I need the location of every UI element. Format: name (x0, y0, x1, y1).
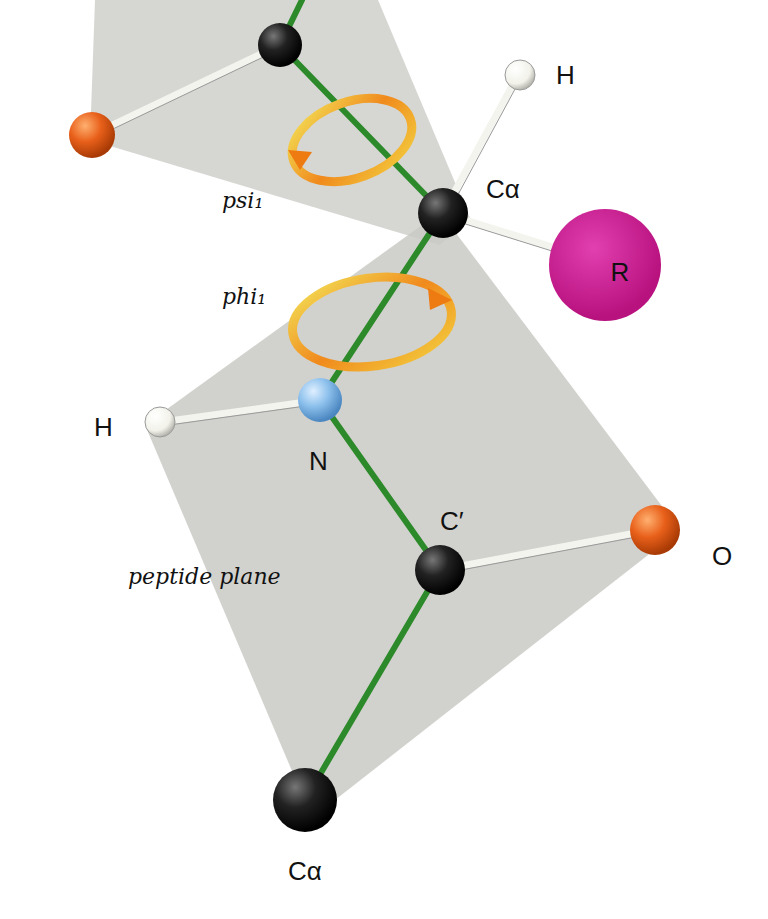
atom-label: Cα (486, 176, 520, 202)
alpha-carbon-atom (418, 188, 468, 238)
nitrogen-atom (298, 378, 342, 422)
atom-label: N (309, 448, 328, 474)
atom-label: H (94, 414, 113, 440)
phi-rotation-arrow (287, 267, 458, 376)
carbon-atom (258, 23, 302, 67)
atom-label: Cα (288, 858, 322, 884)
oxygen-atom (69, 112, 115, 158)
carbonyl-carbon-atom (415, 545, 465, 595)
side-chain-circle: R (549, 209, 661, 321)
backbone-bonds (280, 0, 443, 800)
hydrogen-atom (505, 60, 535, 90)
torsion-label: psi₁ (222, 190, 263, 212)
psi-rotation-arrow (281, 83, 424, 197)
torsion-label: phi₁ (222, 286, 266, 308)
upper-peptide-plane (90, 0, 470, 245)
plane-label: peptide plane (128, 566, 281, 588)
side-bond-edges (92, 49, 652, 574)
atom-label: H (556, 62, 575, 88)
atom-label: O (712, 543, 732, 569)
oxygen-atom (630, 505, 680, 555)
hydrogen-atom (145, 407, 175, 437)
side-chain-label: R (581, 243, 630, 288)
alpha-carbon-atom (273, 768, 337, 832)
atom-label: C′ (440, 508, 464, 534)
